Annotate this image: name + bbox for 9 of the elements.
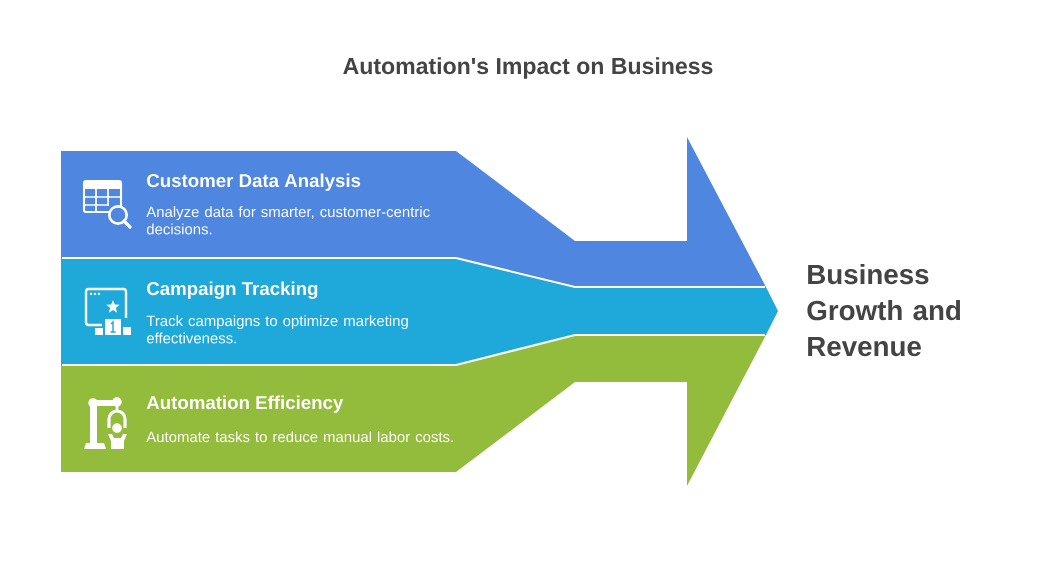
outcome-text: Business Growth and Revenue <box>807 263 961 357</box>
title: Automation's Impact on Business <box>343 57 713 79</box>
band-description: Analyze data for smarter, customer-centric decisions. <box>146 206 430 235</box>
arrow-band <box>61 258 778 365</box>
band-heading: Campaign Tracking <box>147 281 318 299</box>
band-heading: Automation Efficiency <box>146 395 344 413</box>
band-description: Track campaigns to optimize marketing effectiveness. <box>146 315 408 344</box>
band-heading: Customer Data Analysis <box>147 173 361 191</box>
band-description: Automate tasks to reduce manual labor costs. <box>146 431 453 443</box>
